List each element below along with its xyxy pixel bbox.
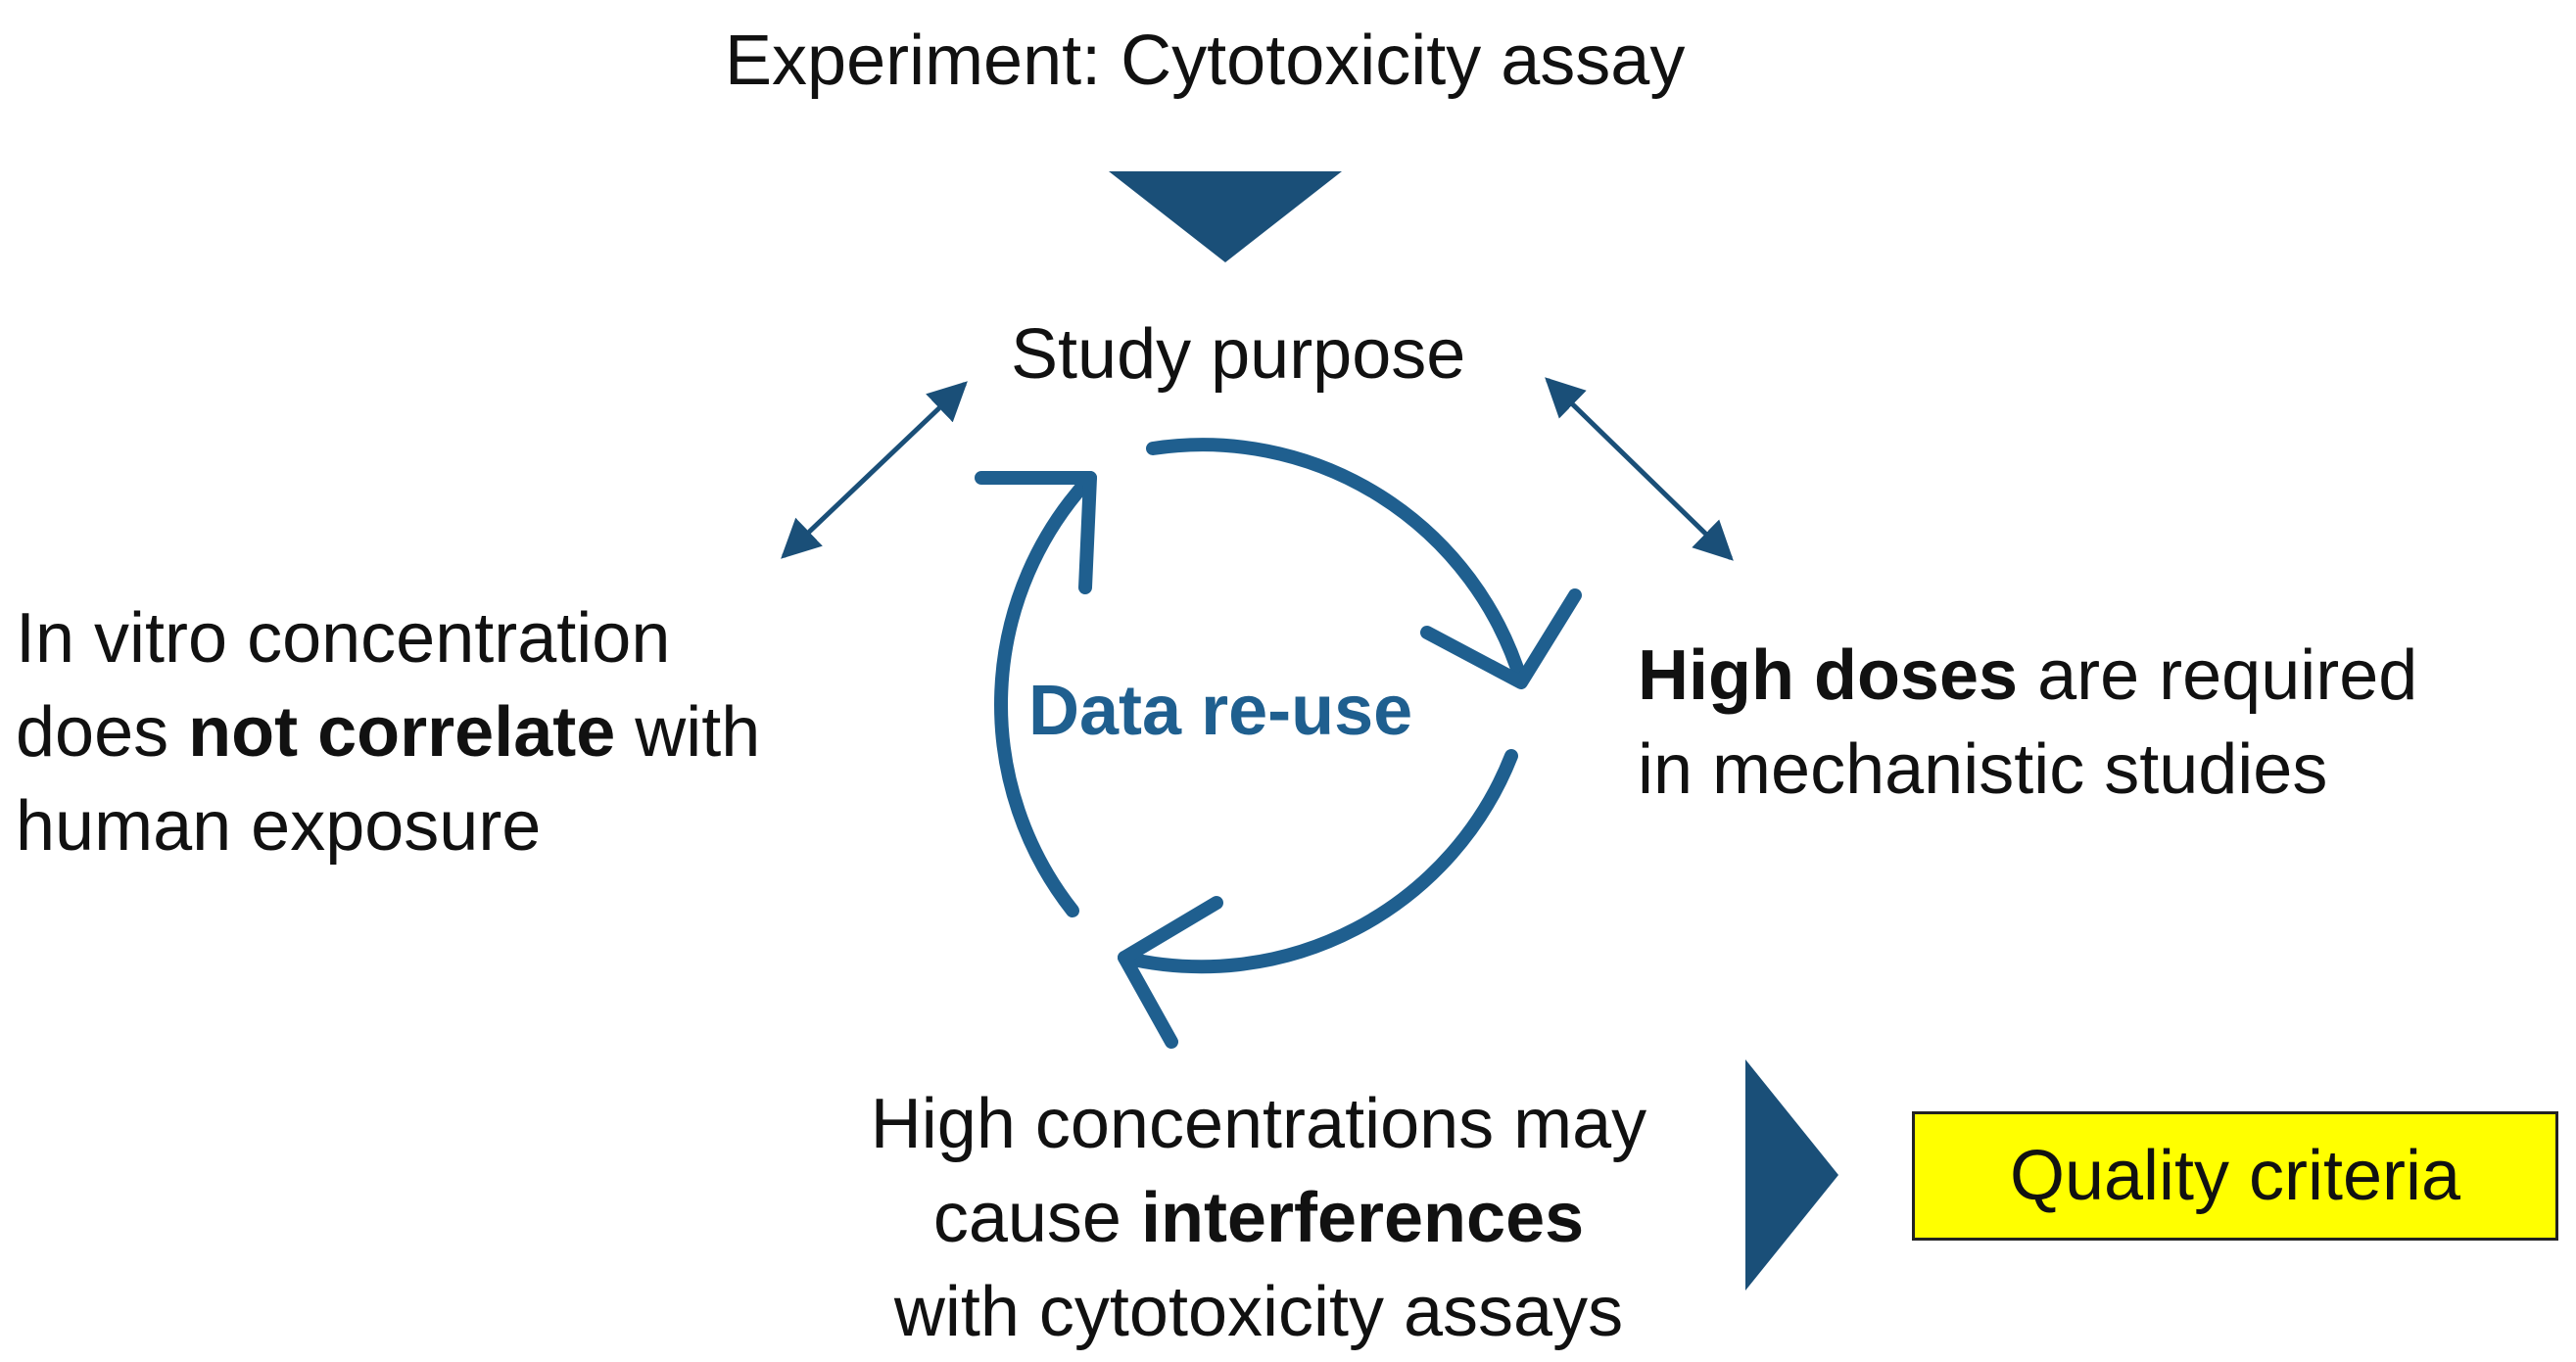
experiment-title: Experiment: Cytotoxicity assay [725,22,1686,100]
left-statement: In vitro concentration does not correlat… [16,591,760,873]
left-line-1: In vitro concentration [16,599,671,678]
left-line-2-bold: not correlate [188,693,616,772]
bottom-line-2-pre: cause [932,1179,1141,1257]
right-line-1: High doses are required [1638,629,2417,723]
bottom-line-2-bold: interferences [1140,1179,1585,1257]
double-headed-arrow-icon-right [1545,377,1734,561]
right-line-1-bold: High doses [1638,636,2019,715]
quality-criteria-box: Quality criteria [1912,1111,2558,1241]
right-statement: High doses are required in mechanistic s… [1638,629,2417,817]
cycle-arrows-icon [975,438,1582,1049]
right-line-2: in mechanistic studies [1638,730,2328,809]
right-triangle-icon [1745,1059,1838,1291]
right-line-1-post: are required [2018,636,2418,715]
study-purpose-label: Study purpose [1011,315,1466,394]
down-triangle-icon [1109,171,1342,262]
left-line-2-post: with [615,693,761,772]
data-reuse-label: Data re-use [1028,672,1413,750]
left-line-2: does not correlate with [16,685,760,779]
left-line-2-pre: does [16,693,189,772]
bottom-line-1: High concentrations may [870,1085,1647,1163]
double-headed-arrow-icon-left [781,381,968,559]
bottom-line-3: with cytotoxicity assays [893,1273,1624,1351]
bottom-statement: High concentrations may cause interferen… [744,1077,1773,1359]
left-line-3: human exposure [16,787,542,866]
bottom-line-2: cause interferences [744,1171,1773,1265]
